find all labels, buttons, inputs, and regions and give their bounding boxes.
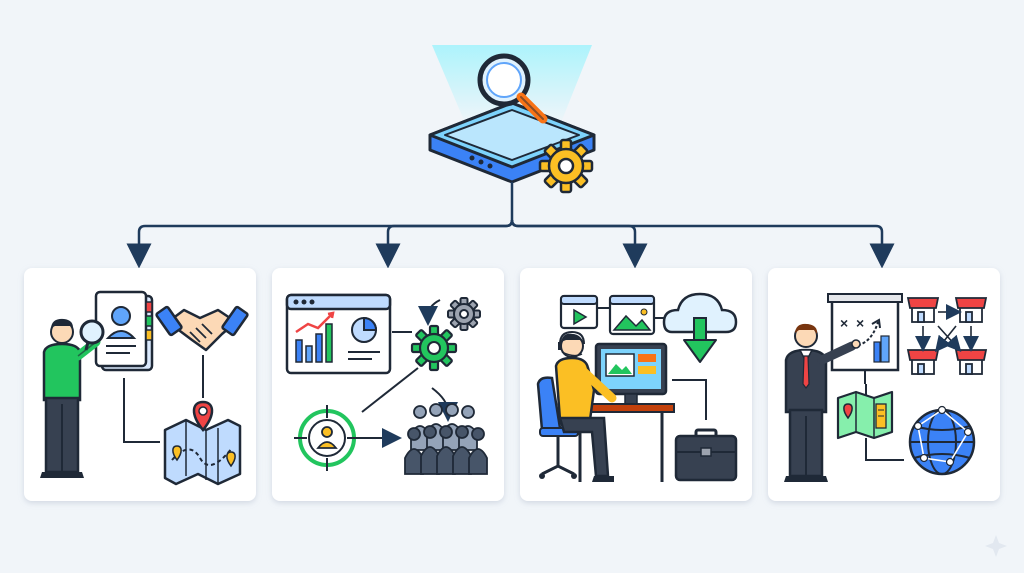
- card-remote-work: [520, 268, 752, 501]
- board-x-mark-2: ×: [856, 315, 864, 331]
- city-map-icon: [836, 390, 894, 440]
- store-network-icon: [906, 297, 988, 375]
- businessman-icon: [784, 323, 861, 482]
- globe-network-icon: [908, 405, 976, 476]
- card-expansion: × ×: [768, 268, 1000, 501]
- briefcase-icon: [674, 428, 738, 482]
- magnifying-glass-icon: [477, 53, 548, 124]
- image-window-icon: [608, 294, 656, 336]
- grey-gear-icon: [447, 297, 481, 331]
- card-analytics: [272, 268, 504, 501]
- analytics-dashboard-icon: [285, 293, 392, 375]
- connector-arrow-2: [375, 219, 514, 269]
- map-pin-icon: [163, 400, 242, 486]
- target-person-icon: [294, 405, 360, 471]
- handshake-icon: [155, 305, 249, 352]
- team-group-icon: [404, 403, 488, 475]
- connector-arrow-4: [510, 219, 895, 269]
- person-with-magnifier-icon: [40, 318, 105, 478]
- video-window-icon: [559, 294, 599, 330]
- person-at-desk-icon: [536, 330, 675, 482]
- card-profiling: [24, 268, 256, 501]
- gear-icon: [538, 138, 594, 194]
- cloud-download-icon: [662, 292, 738, 363]
- connector-tree: [126, 182, 895, 269]
- sparkle-icon: [985, 535, 1007, 557]
- green-gear-icon: [410, 324, 458, 372]
- board-x-mark-1: ×: [840, 315, 848, 331]
- presenter-board-icon: × ×: [827, 293, 903, 384]
